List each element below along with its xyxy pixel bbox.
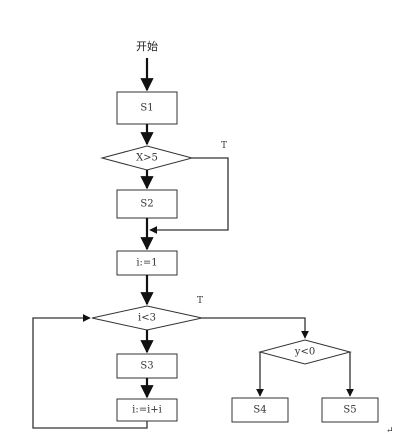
edge-loop-back xyxy=(32,314,148,429)
process-s3-label: S3 xyxy=(140,361,153,372)
process-s2-label: S2 xyxy=(140,199,153,210)
true-label-condx: T xyxy=(221,141,227,151)
edge-condi-true xyxy=(202,317,309,339)
footnote-mark: ↵ xyxy=(386,426,394,436)
decision-i-lt-3-label: i<3 xyxy=(138,313,156,324)
edge-condx-true xyxy=(149,157,229,234)
process-s4-label: S4 xyxy=(253,405,266,416)
decision-y-lt-0 xyxy=(258,339,352,365)
start-label: 开始 xyxy=(136,39,158,53)
process-init-i xyxy=(116,250,178,276)
process-incr-i-label: i:=i+i xyxy=(132,405,162,416)
process-s5 xyxy=(321,397,379,423)
process-init-i-label: i:=1 xyxy=(136,258,157,269)
process-s2 xyxy=(116,189,178,219)
process-s4 xyxy=(231,397,289,423)
process-s1-label: S1 xyxy=(140,103,153,114)
process-s5-label: S5 xyxy=(343,405,356,416)
decision-x-gt-5-label: X>5 xyxy=(136,153,158,164)
decision-y-lt-0-label: y<0 xyxy=(294,347,315,358)
true-label-condi: T xyxy=(197,296,203,306)
